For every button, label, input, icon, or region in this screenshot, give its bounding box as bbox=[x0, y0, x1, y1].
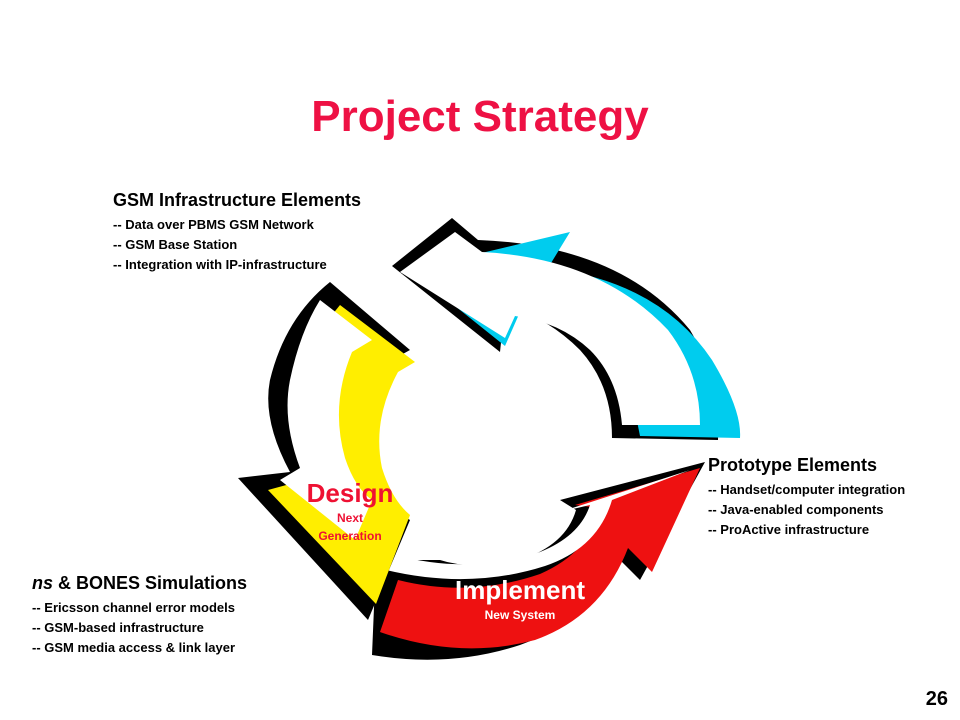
gsm-item: -- Data over PBMS GSM Network bbox=[113, 217, 314, 232]
design-subtitle-1: Next bbox=[336, 511, 363, 525]
page-number: 26 bbox=[925, 688, 948, 710]
analyze-arrow bbox=[392, 218, 741, 440]
simulations-item: -- Ericsson channel error models bbox=[32, 600, 236, 615]
gsm-item: -- GSM Base Station bbox=[113, 237, 238, 252]
implement-title: Implement bbox=[454, 575, 586, 605]
gsm-infrastructure-block: GSM Infrastructure Elements -- Data over… bbox=[113, 190, 361, 275]
prototype-heading: Prototype Elements bbox=[708, 455, 878, 475]
analyze-title: Analyze bbox=[480, 262, 580, 292]
gsm-item: -- Integration with IP-infrastructure bbox=[113, 257, 327, 272]
analyze-subtitle: Existing Systems bbox=[480, 295, 580, 309]
simulations-heading-ns: ns bbox=[32, 573, 54, 593]
simulations-item: -- GSM-based infrastructure bbox=[32, 620, 204, 635]
page-title: Project Strategy bbox=[311, 92, 649, 141]
design-title: Design bbox=[306, 478, 394, 508]
design-arrow bbox=[238, 282, 415, 620]
analyze-label: Analyze Existing Systems bbox=[450, 262, 610, 311]
simulations-item: -- GSM media access & link layer bbox=[32, 640, 236, 655]
prototype-item: -- Handset/computer integration bbox=[708, 482, 906, 497]
prototype-elements-block: Prototype Elements -- Handset/computer i… bbox=[708, 455, 905, 540]
simulations-block: ns & BONES Simulations -- Ericsson chann… bbox=[32, 573, 247, 658]
gsm-heading: GSM Infrastructure Elements bbox=[113, 190, 362, 210]
simulations-heading: ns & BONES Simulations bbox=[32, 573, 247, 594]
prototype-item: -- Java-enabled components bbox=[708, 502, 884, 517]
implement-arrow bbox=[372, 462, 705, 660]
design-label: Design Next Generation bbox=[285, 478, 415, 545]
design-subtitle-2: Generation bbox=[318, 529, 382, 543]
prototype-item: -- ProActive infrastructure bbox=[708, 522, 870, 537]
implement-subtitle: New System bbox=[484, 608, 556, 622]
implement-label: Implement New System bbox=[430, 575, 610, 624]
simulations-heading-rest: & BONES Simulations bbox=[53, 573, 248, 593]
